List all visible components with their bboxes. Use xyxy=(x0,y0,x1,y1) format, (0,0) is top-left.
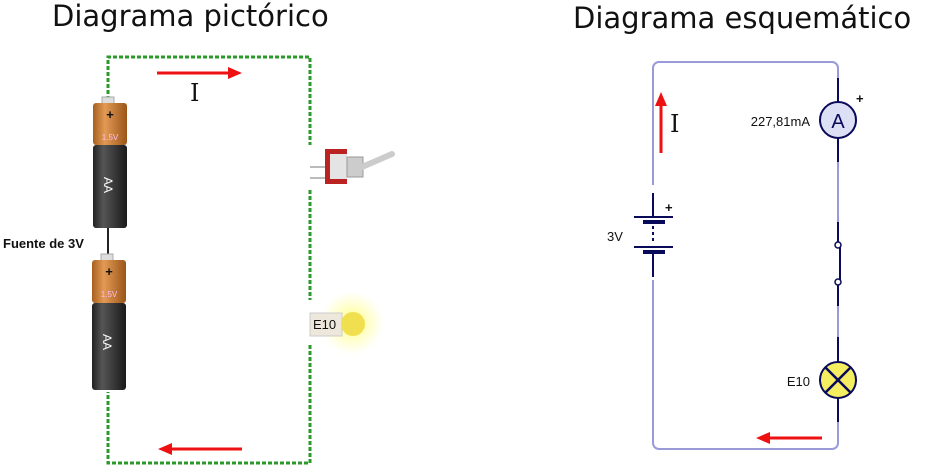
ammeter: A + 227,81mA xyxy=(751,78,864,162)
current-arrow-right xyxy=(157,67,242,79)
schematic-wires xyxy=(652,61,839,450)
ammeter-reading: 227,81mA xyxy=(751,114,811,129)
lamp-label: E10 xyxy=(787,374,810,389)
switch-symbol[interactable] xyxy=(830,222,846,306)
toggle-switch[interactable] xyxy=(310,149,395,184)
pictorial-wires xyxy=(106,55,312,465)
lamp-symbol: E10 xyxy=(787,337,857,422)
schematic-title: Diagrama esquemático xyxy=(573,1,911,35)
ammeter-plus: + xyxy=(856,91,864,106)
current-label: I xyxy=(190,79,199,107)
ammeter-symbol: A xyxy=(831,111,845,133)
source-label: Fuente de 3V xyxy=(3,236,84,251)
battery-plus: + xyxy=(665,200,673,215)
pictorial-title: Diagrama pictórico xyxy=(52,0,329,33)
current-label: I xyxy=(670,110,679,138)
battery-top: + 1.5V AA xyxy=(93,96,127,228)
battery-voltage: 1.5V xyxy=(101,290,118,299)
battery-voltage: 1.5V xyxy=(102,133,119,142)
battery-type: AA xyxy=(100,334,114,350)
battery-plus: + xyxy=(106,107,114,122)
battery-symbol: + xyxy=(634,185,673,280)
current-arrow-left xyxy=(158,443,242,455)
bulb-label: E10 xyxy=(313,317,336,332)
battery-plus: + xyxy=(105,264,113,279)
current-arrow-up xyxy=(655,92,667,153)
battery-type: AA xyxy=(101,177,115,193)
current-arrow-left xyxy=(756,432,822,444)
battery-bottom: + 1.5V AA xyxy=(92,253,126,390)
light-bulb: E10 xyxy=(309,291,384,355)
source-label: 3V xyxy=(607,229,623,244)
